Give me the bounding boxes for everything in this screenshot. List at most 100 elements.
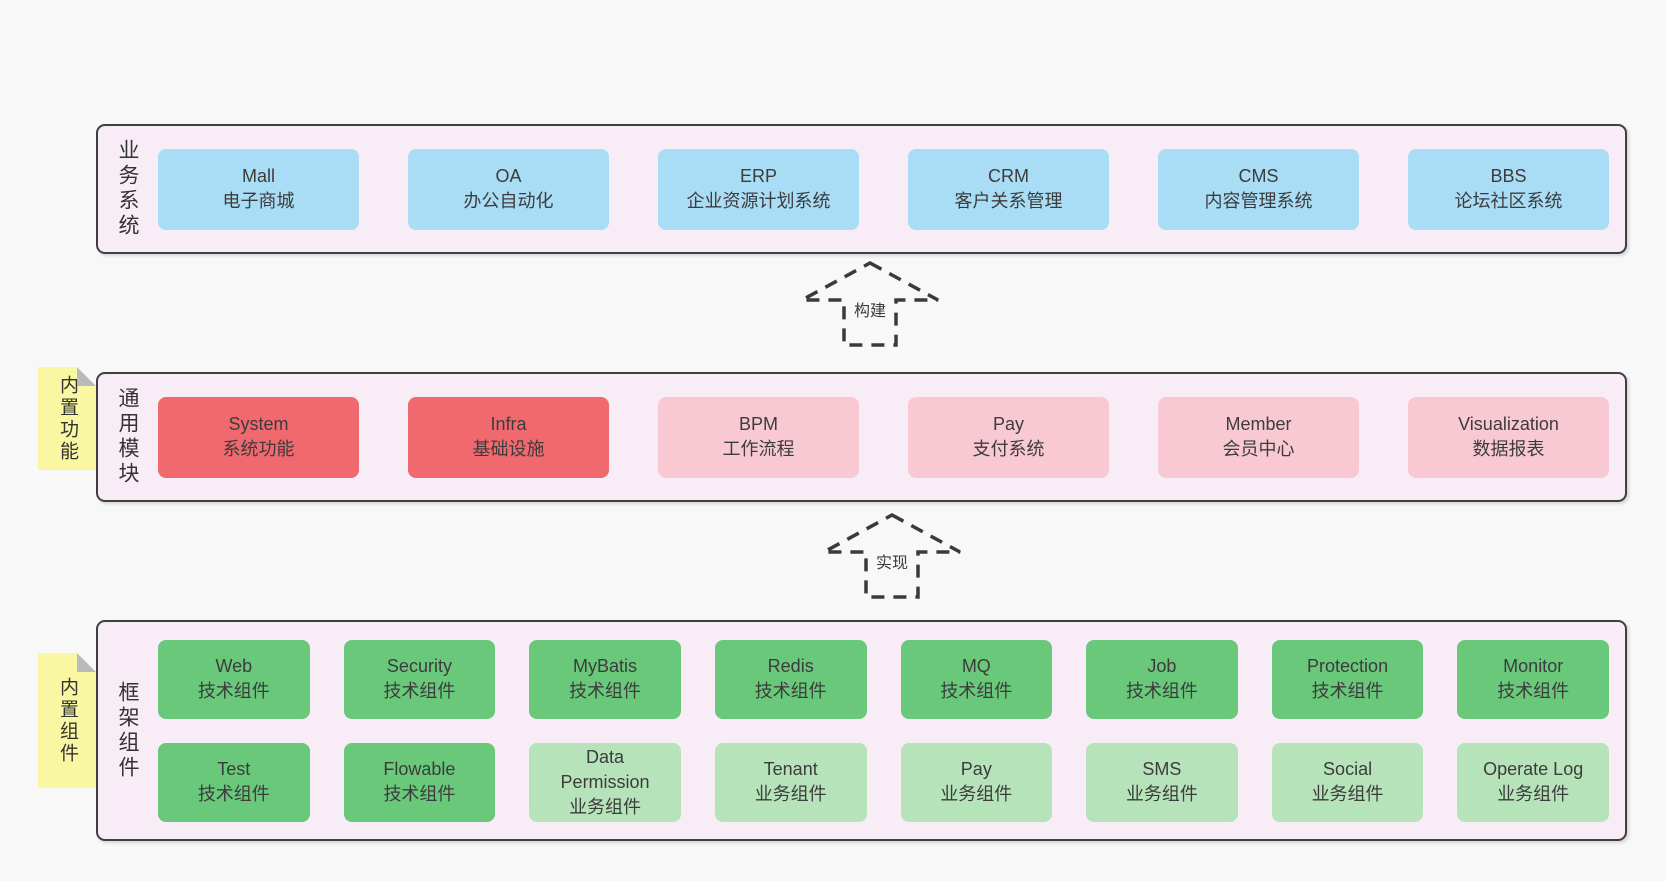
box-name: MQ [961,656,991,676]
layer-framework-components-label: 框架组件 [116,680,139,781]
box-desc: 论坛社区系统 [1454,191,1563,211]
box-name: Tenant [763,759,818,779]
business-systems-row: Mall 电子商城 OA 办公自动化 ERP 企业资源计划系统 CRM 客户关系… [158,148,1609,230]
box-sms: SMS 业务组件 [1086,742,1238,822]
implement-arrow-label: 实现 [872,549,912,573]
layer-common-modules: 通用模块 System 系统功能 Infra 基础设施 BPM 工作流程 Pay… [96,372,1627,502]
box-monitor: Monitor 技术组件 [1457,639,1609,719]
box-desc: 技术组件 [383,784,456,804]
box-job: Job 技术组件 [1086,639,1238,719]
box-name: Member [1225,414,1292,434]
layer-common-modules-label: 通用模块 [116,387,139,487]
layer-common-modules-content: System 系统功能 Infra 基础设施 BPM 工作流程 Pay 支付系统… [158,396,1609,478]
box-name: MyBatis [573,656,638,676]
box-bpm: BPM 工作流程 [658,396,859,478]
box-bbs: BBS 论坛社区系统 [1408,148,1609,230]
box-protection: Protection 技术组件 [1271,639,1424,719]
box-data-permission: Data Permission 业务组件 [529,742,681,822]
box-desc: 客户关系管理 [954,191,1063,211]
sticky-note-label: 内置功能 [57,374,78,463]
box-oa: OA 办公自动化 [408,148,609,230]
box-name: BPM [738,414,778,434]
box-mq: MQ 技术组件 [900,639,1053,719]
box-social: Social 业务组件 [1271,742,1424,822]
build-arrow-label: 构建 [850,297,890,321]
box-name: Protection [1307,656,1389,676]
box-desc: 基础设施 [472,439,545,459]
box-desc: 支付系统 [972,439,1045,459]
box-web: Web 技术组件 [158,639,310,719]
box-pay-component: Pay 业务组件 [900,742,1053,822]
folded-corner-icon [77,653,96,672]
box-name: CRM [988,166,1029,186]
box-name: BBS [1490,166,1527,186]
box-crm: CRM 客户关系管理 [908,148,1109,230]
box-name: ERP [739,166,777,186]
box-name: Pay [960,759,992,779]
framework-components-row-1: Web 技术组件 Security 技术组件 MyBatis 技术组件 Redi… [158,639,1609,719]
layer-framework-components: 框架组件 Web 技术组件 Security 技术组件 MyBatis 技术组件… [96,620,1627,841]
box-desc: 技术组件 [940,681,1013,701]
layer-business-systems-label: 业务系统 [116,139,139,239]
box-desc: 业务组件 [569,796,642,817]
sticky-note-builtin-features: 内置功能 [38,367,96,470]
box-cms: CMS 内容管理系统 [1158,148,1359,230]
box-name: Flowable [383,759,456,779]
box-desc: 业务组件 [940,784,1013,804]
box-name: Data Permission [560,746,650,792]
box-name: Web [215,656,253,676]
box-name: Monitor [1503,656,1564,676]
box-desc: 技术组件 [197,784,270,804]
box-name: Operate Log [1483,759,1584,779]
box-mall: Mall 电子商城 [158,148,359,230]
box-desc: 业务组件 [754,784,827,804]
box-name: CMS [1238,166,1279,186]
box-member: Member 会员中心 [1158,396,1359,478]
box-name: Redis [767,656,814,676]
box-desc: 电子商城 [222,191,295,211]
implement-arrow-icon: 实现 [817,512,967,600]
box-test: Test 技术组件 [158,742,310,822]
box-desc: 工作流程 [722,439,795,459]
layer-framework-components-content: Web 技术组件 Security 技术组件 MyBatis 技术组件 Redi… [158,639,1609,822]
box-security: Security 技术组件 [343,639,496,719]
box-infra: Infra 基础设施 [408,396,609,478]
box-desc: 技术组件 [1311,681,1384,701]
box-mybatis: MyBatis 技术组件 [529,639,681,719]
box-desc: 技术组件 [1497,681,1570,701]
box-name: Infra [490,414,527,434]
build-arrow-icon: 构建 [795,260,945,348]
box-erp: ERP 企业资源计划系统 [658,148,859,230]
box-flowable: Flowable 技术组件 [343,742,496,822]
box-pay-module: Pay 支付系统 [908,396,1109,478]
box-desc: 企业资源计划系统 [686,191,831,211]
framework-components-row-2: Test 技术组件 Flowable 技术组件 Data Permission … [158,742,1609,822]
box-desc: 技术组件 [1125,681,1198,701]
sticky-note-builtin-components: 内置组件 [38,653,96,788]
box-desc: 办公自动化 [463,191,554,211]
layer-business-systems-content: Mall 电子商城 OA 办公自动化 ERP 企业资源计划系统 CRM 客户关系… [158,148,1609,230]
box-desc: 内容管理系统 [1204,191,1313,211]
box-name: Mall [241,166,275,186]
box-name: Job [1147,656,1177,676]
box-visualization: Visualization 数据报表 [1408,396,1609,478]
layer-business-systems: 业务系统 Mall 电子商城 OA 办公自动化 ERP 企业资源计划系统 CRM… [96,124,1627,254]
box-desc: 业务组件 [1125,784,1198,804]
box-redis: Redis 技术组件 [714,639,867,719]
box-desc: 数据报表 [1472,439,1545,459]
box-desc: 技术组件 [383,681,456,701]
box-desc: 系统功能 [222,439,295,459]
box-desc: 技术组件 [569,681,642,701]
box-system: System 系统功能 [158,396,359,478]
box-name: OA [495,166,522,186]
box-name: Test [217,759,251,779]
box-operate-log: Operate Log 业务组件 [1457,742,1609,822]
box-desc: 业务组件 [1497,784,1570,804]
box-name: Security [386,656,452,676]
box-name: Pay [992,414,1025,434]
box-name: Visualization [1458,414,1559,434]
folded-corner-icon [77,367,96,386]
box-desc: 技术组件 [754,681,827,701]
sticky-note-label: 内置组件 [57,676,78,765]
box-name: Social [1323,759,1373,779]
